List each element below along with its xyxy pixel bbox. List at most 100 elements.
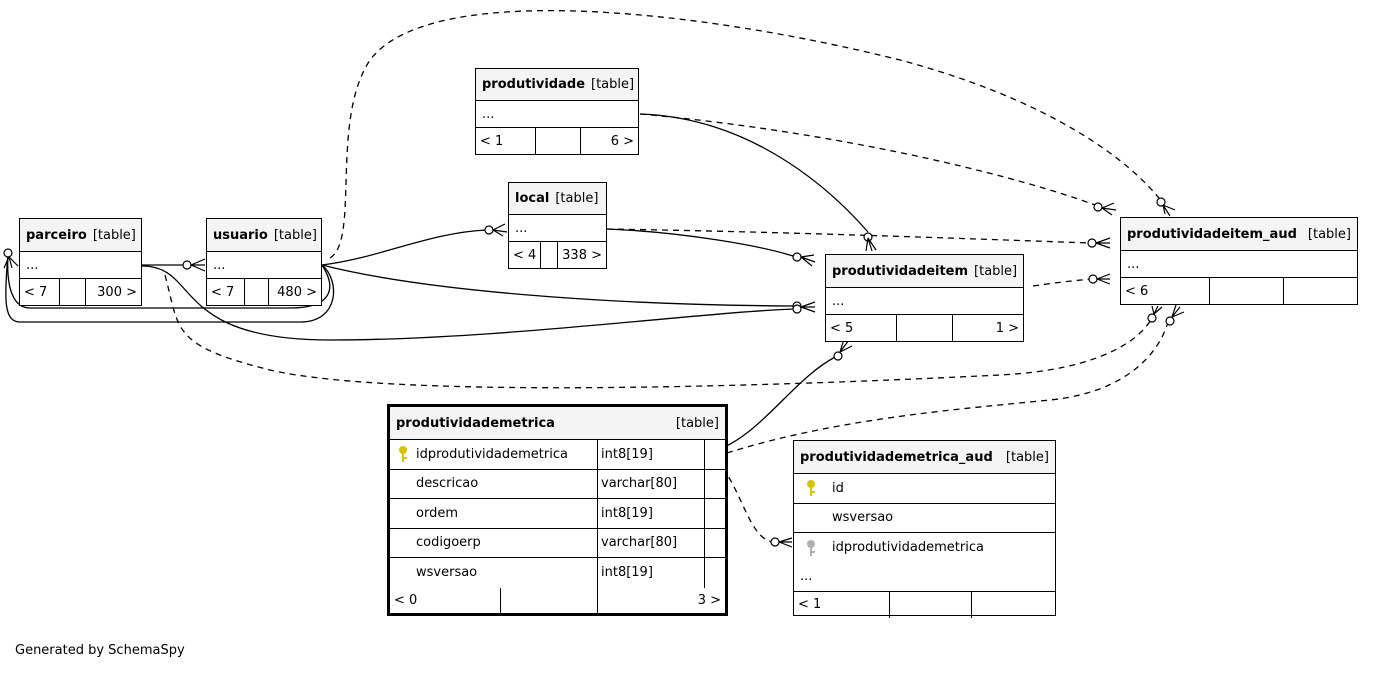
column-name: wsversao xyxy=(416,565,478,581)
table-kind: [table] xyxy=(974,263,1018,279)
table-ellipsis: ... xyxy=(826,288,1023,315)
end-circle xyxy=(833,351,843,361)
parents-count[interactable]: < 7 xyxy=(207,279,245,305)
table-name: produtividademetrica_aud xyxy=(800,449,993,465)
crows-foot xyxy=(1162,204,1176,217)
column-row[interactable]: descricao varchar[80] xyxy=(390,469,725,499)
crows-foot xyxy=(1151,305,1163,315)
row-count xyxy=(501,587,598,614)
crows-foot xyxy=(190,258,206,272)
column-name: ordem xyxy=(416,505,458,521)
column-row[interactable]: ordem int8[19] xyxy=(390,499,725,529)
column-name: descricao xyxy=(416,476,479,492)
table-name: produtividadeitem xyxy=(832,263,969,279)
crows-foot xyxy=(865,237,877,252)
parents-count[interactable]: < 1 xyxy=(794,591,890,618)
table-ellipsis: ... xyxy=(476,101,638,128)
table-produtividadeitem_aud[interactable]: produtividadeitem_aud[table] ... < 6 xyxy=(1120,217,1358,305)
row-count xyxy=(890,591,972,618)
column-type: int8[19] xyxy=(598,440,705,469)
table-name: usuario xyxy=(213,227,268,243)
column-row[interactable]: idprodutividademetrica xyxy=(794,533,1055,563)
children-count[interactable] xyxy=(1284,278,1357,304)
children-count[interactable]: 6 > xyxy=(610,133,634,149)
table-name: local xyxy=(515,191,550,206)
column-name: wsversao xyxy=(832,510,894,526)
column-name: id xyxy=(832,480,844,496)
rel-usuario-produtividadeitem_aud xyxy=(329,9,1163,259)
parents-count[interactable]: < 0 xyxy=(390,587,501,614)
table-kind: [table] xyxy=(675,415,719,431)
table-ellipsis: ... xyxy=(1121,251,1357,278)
table-parceiro[interactable]: parceiro[table] ... < 7 300 > xyxy=(19,218,142,306)
children-count[interactable]: 3 > xyxy=(697,593,721,608)
table-ellipsis: ... xyxy=(509,215,606,242)
table-name: parceiro xyxy=(26,227,87,243)
end-circle xyxy=(1147,313,1157,323)
rel-usuario-local xyxy=(321,229,489,266)
crows-foot xyxy=(1101,202,1117,216)
children-count[interactable]: 338 > xyxy=(562,247,602,263)
rel-usuario-produtividadeitem xyxy=(321,264,797,307)
table-kind: [table] xyxy=(1307,226,1351,242)
crows-foot xyxy=(1096,273,1111,285)
crows-foot xyxy=(800,254,816,267)
children-count[interactable]: 1 > xyxy=(995,320,1019,336)
table-usuario[interactable]: usuario[table] ... < 7 480 > xyxy=(206,218,322,306)
crows-foot xyxy=(1095,237,1111,249)
table-kind: [table] xyxy=(555,191,599,206)
end-circle xyxy=(3,248,13,258)
column-name: idprodutividademetrica xyxy=(832,540,984,556)
rel-produtividade-produtividadeitem xyxy=(639,113,869,233)
table-local[interactable]: local [table] ... < 4 338 > xyxy=(508,182,607,269)
children-count[interactable]: 480 > xyxy=(277,284,317,300)
primary-key-icon xyxy=(390,445,416,463)
row-count xyxy=(60,279,86,305)
table-ellipsis: ... xyxy=(794,563,1055,592)
table-produtividadeitem[interactable]: produtividadeitem [table] ... < 5 1 > xyxy=(825,254,1024,342)
end-circle xyxy=(1088,274,1098,284)
column-type: int8[19] xyxy=(598,499,705,528)
foreign-key-icon xyxy=(798,539,824,557)
parents-count[interactable]: < 5 xyxy=(826,315,897,341)
end-circle xyxy=(770,537,780,547)
parents-count[interactable]: < 6 xyxy=(1121,278,1210,304)
crows-foot xyxy=(1171,304,1185,318)
column-row[interactable]: id xyxy=(794,474,1055,504)
column-row[interactable]: wsversao int8[19] xyxy=(390,558,725,588)
crows-foot xyxy=(3,256,19,269)
table-kind: [table] xyxy=(92,227,136,243)
table-produtividade[interactable]: produtividade[table] ... < 1 6 > xyxy=(475,68,639,155)
rel-usuario-parceiro-loop-b xyxy=(7,253,331,309)
parents-count[interactable]: < 1 xyxy=(476,128,536,154)
table-kind: [table] xyxy=(273,227,317,243)
column-type: varchar[80] xyxy=(598,469,705,498)
rel-usuario-parceiro-loop-a xyxy=(5,253,335,323)
rel-parceiro-produtividadeitem xyxy=(141,265,797,341)
parents-count[interactable]: < 7 xyxy=(20,279,60,305)
row-count xyxy=(536,128,581,154)
crows-foot xyxy=(492,223,508,237)
row-count xyxy=(245,279,269,305)
children-count[interactable] xyxy=(972,592,1055,618)
rel-produtividadeitem-produtividadeitem_aud xyxy=(1032,278,1093,287)
column-type: int8[19] xyxy=(598,558,705,588)
end-circle xyxy=(1165,316,1175,326)
table-kind: [table] xyxy=(591,77,635,92)
row-count xyxy=(1210,278,1284,304)
end-circle xyxy=(182,260,192,270)
table-produtividademetrica[interactable]: produtividademetrica[table] idprodutivid… xyxy=(387,404,728,616)
end-circle xyxy=(1093,202,1103,212)
row-count xyxy=(541,242,559,268)
column-type: varchar[80] xyxy=(598,528,705,557)
parents-count[interactable]: < 4 xyxy=(509,242,541,268)
column-row[interactable]: wsversao xyxy=(794,504,1055,533)
rel-local-produtividadeitem xyxy=(606,228,797,258)
children-count[interactable]: 300 > xyxy=(97,284,137,300)
primary-key-icon xyxy=(798,479,824,497)
generator-credit: Generated by SchemaSpy xyxy=(15,643,185,658)
end-circle xyxy=(1087,238,1097,248)
